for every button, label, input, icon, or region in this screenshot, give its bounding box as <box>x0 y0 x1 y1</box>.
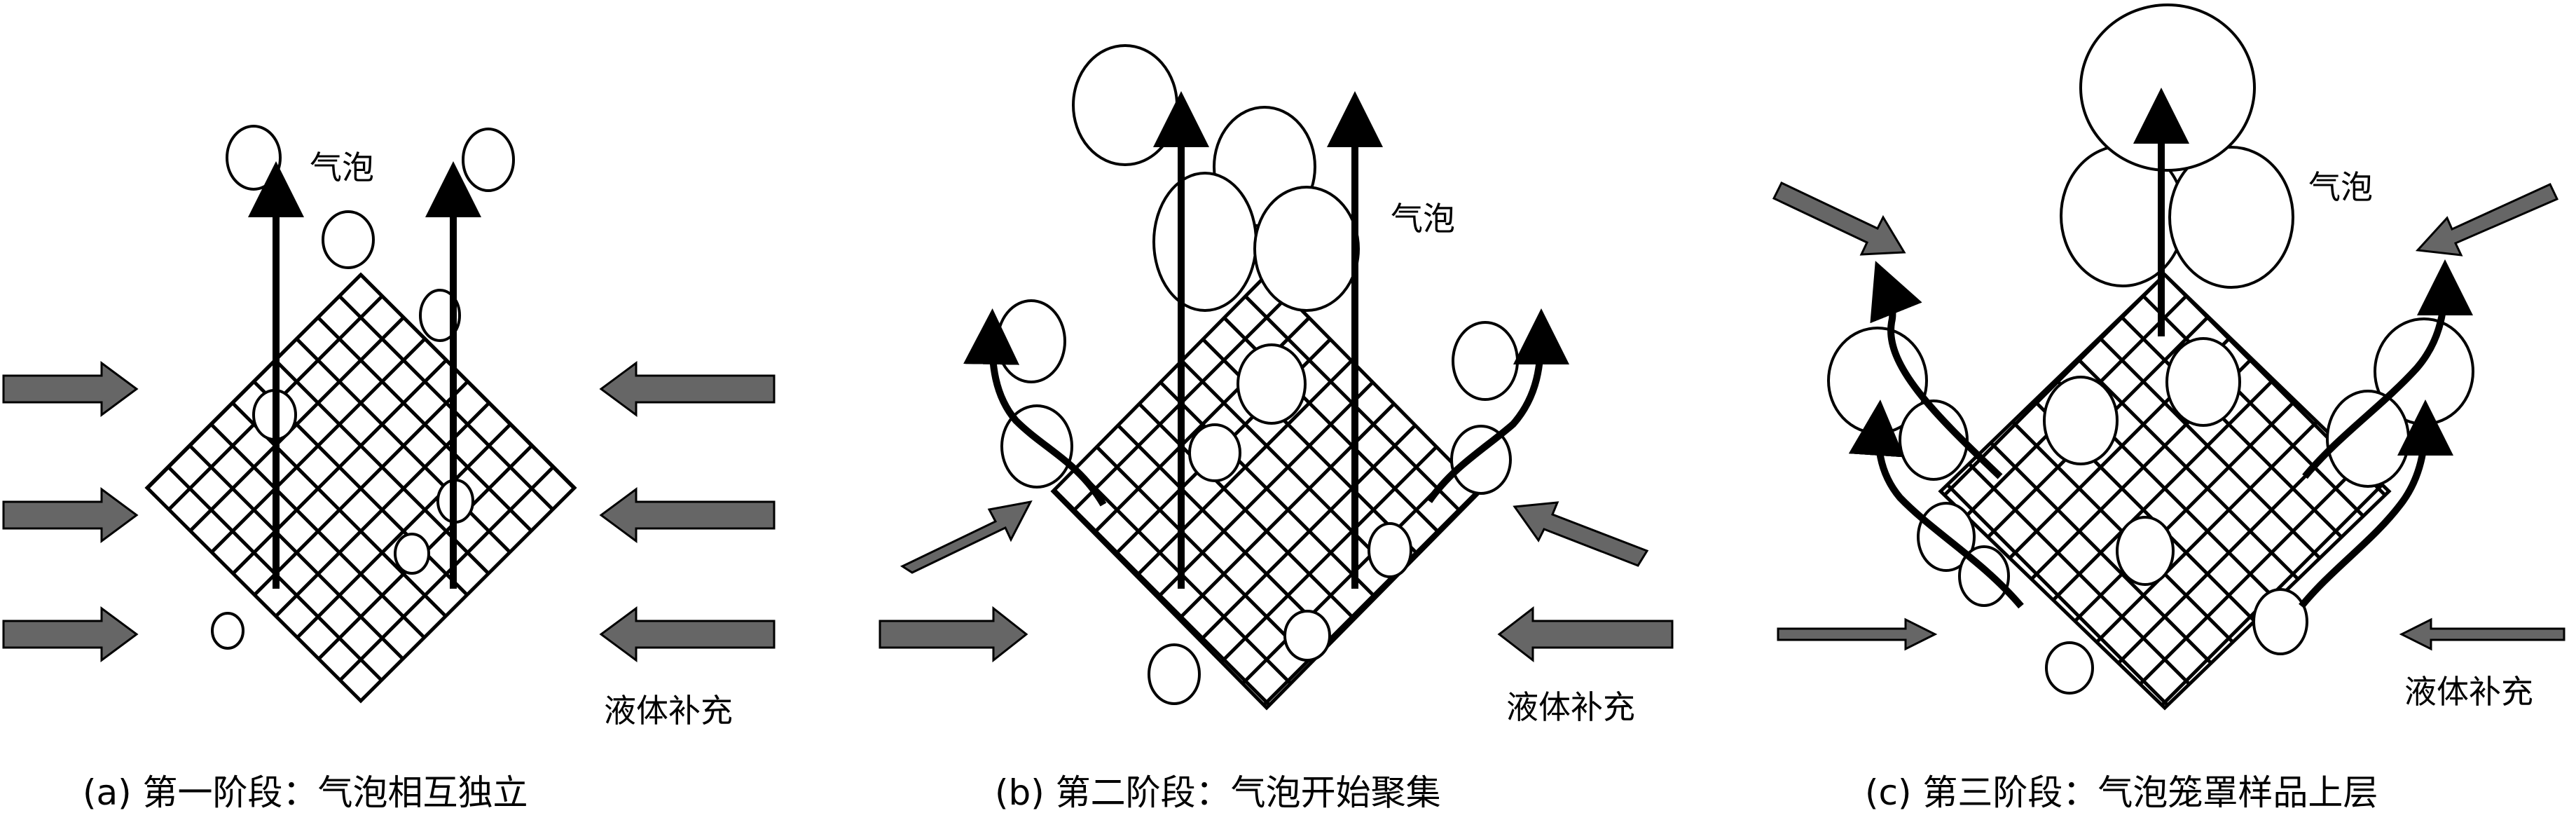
liquid-arrow-left <box>1497 606 1674 663</box>
curved-arrow <box>1426 308 1569 503</box>
mesh-line <box>1968 463 2191 685</box>
bubble <box>1072 44 1178 166</box>
mesh-line <box>1138 402 1356 620</box>
liquid-arrow-right <box>2 606 139 662</box>
liquid-arrow-diagonal <box>1513 501 1649 567</box>
bubble <box>2165 337 2241 427</box>
bubble-label: 气泡 <box>2308 168 2373 206</box>
bubble <box>1450 425 1512 495</box>
mesh-line <box>1262 488 1480 706</box>
mesh-line <box>1053 488 1271 706</box>
panel-a: 气泡 液体补充 (a) 第一阶段：气泡相互独立 <box>2 125 776 813</box>
panel-c: 气泡 液体补充 (c) 第三阶段：气泡笼罩样品上层 <box>1772 4 2565 813</box>
mesh-line <box>2076 357 2299 580</box>
bubble <box>322 210 375 269</box>
bubble <box>2079 4 2256 172</box>
mesh-line <box>1117 424 1335 642</box>
bubble <box>1283 610 1331 662</box>
mesh-line <box>188 444 404 660</box>
mesh-grid-a <box>144 272 577 704</box>
curved-arrow <box>2302 259 2473 479</box>
mesh-line <box>2120 315 2343 538</box>
mesh-grid-c <box>1938 272 2392 711</box>
bubble <box>1368 522 1412 578</box>
flow-arrows-b <box>963 91 1569 589</box>
bubble <box>462 128 515 192</box>
bubble <box>226 125 282 191</box>
liquid-arrow-diagonal <box>900 500 1033 574</box>
mesh-line <box>1159 381 1377 599</box>
liquid-arrows-a <box>2 361 776 662</box>
bubble <box>394 533 430 575</box>
mesh-line <box>2098 336 2321 559</box>
curved-arrow <box>963 308 1107 507</box>
bubble <box>1188 423 1241 482</box>
mesh-line <box>2052 378 2275 601</box>
mesh-line <box>1946 484 2169 706</box>
panel-b: 气泡 液体补充 (b) 第二阶段：气泡开始聚集 <box>879 44 1674 813</box>
liquid-arrow-right <box>879 606 1028 663</box>
mesh-outline <box>1050 272 1483 711</box>
caption-c: (c) 第三阶段：气泡笼罩样品上层 <box>1865 772 2378 813</box>
bubble <box>2043 376 2119 465</box>
bubble <box>1148 643 1201 705</box>
bubbles-b <box>996 44 1519 705</box>
mesh-line <box>2142 294 2364 517</box>
liquid-arrow-right <box>1777 617 1938 651</box>
mesh-line <box>2095 421 2318 643</box>
mesh-grid-b <box>1050 272 1483 711</box>
mesh-line <box>339 465 555 681</box>
flow-arrows-a <box>248 161 481 589</box>
liquid-label: 液体补充 <box>604 692 733 730</box>
mesh-line <box>1157 381 1374 599</box>
bubble <box>2168 146 2294 289</box>
liquid-arrow-right <box>2 361 139 417</box>
mesh-line <box>1241 467 1459 685</box>
mesh-line <box>209 423 425 638</box>
bubble <box>1253 186 1360 312</box>
curved-arrow <box>2299 399 2453 609</box>
liquid-arrow-diagonal <box>1772 182 1906 256</box>
liquid-arrow-diagonal <box>2415 183 2559 257</box>
bubble <box>1452 321 1519 401</box>
liquid-arrows-c <box>1772 182 2565 651</box>
liquid-arrow-left <box>599 487 776 543</box>
mesh-line <box>2139 463 2362 685</box>
mesh-line <box>1180 360 1398 578</box>
bubble <box>2116 516 2175 586</box>
mesh-line <box>2117 442 2340 664</box>
bubble-label: 气泡 <box>310 149 374 186</box>
curved-arrow <box>1870 261 2003 479</box>
liquid-arrow-left <box>599 361 776 417</box>
liquid-label: 液体补充 <box>1506 688 1635 726</box>
mesh-line <box>1220 446 1438 663</box>
mesh-outline <box>1938 272 2392 711</box>
liquid-arrow-right <box>2 487 139 543</box>
bubble <box>1152 172 1258 312</box>
mesh-line <box>1135 360 1353 578</box>
flow-arrows-c <box>1848 88 2473 609</box>
liquid-arrow-left <box>2399 617 2565 651</box>
mesh-line <box>1096 446 1313 663</box>
bubble <box>2252 588 2308 655</box>
bubble <box>1237 343 1307 425</box>
mesh-line <box>296 423 512 638</box>
mesh-line <box>2074 399 2296 622</box>
mesh-line <box>1199 424 1417 642</box>
bubble <box>996 299 1066 383</box>
curved-arrow <box>1848 399 2024 609</box>
mesh-line <box>146 273 362 489</box>
bubble-label: 气泡 <box>1391 200 1455 238</box>
bubble <box>211 612 244 650</box>
caption-a: (a) 第一阶段：气泡相互独立 <box>83 772 528 813</box>
bubble <box>2045 641 2094 695</box>
liquid-label: 液体补充 <box>2404 673 2533 711</box>
caption-b: (b) 第二阶段：气泡开始聚集 <box>995 772 1441 813</box>
liquid-arrows-b <box>879 500 1674 663</box>
liquid-arrow-left <box>599 606 776 662</box>
mesh-line <box>1990 442 2212 664</box>
